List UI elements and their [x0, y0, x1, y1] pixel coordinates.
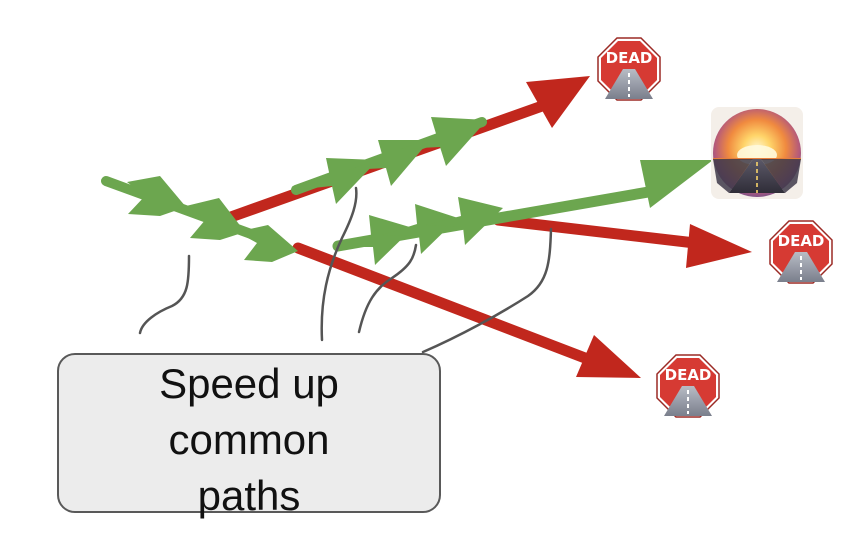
fast-path-goal-arrowhead: [640, 160, 713, 208]
callout-line-2: common: [168, 416, 330, 463]
chevron: [336, 215, 413, 265]
chevron: [348, 140, 430, 186]
callout-line-3: paths: [197, 472, 301, 519]
goal-sunrise-icon: [711, 107, 803, 199]
callout-line-1: Speed up: [159, 360, 339, 407]
chevron: [237, 225, 298, 262]
dead-paths: [222, 76, 752, 378]
sign-label: DEAD: [606, 49, 653, 67]
connector-line: [357, 243, 418, 334]
fast-paths: [101, 117, 713, 265]
callout-box: [57, 353, 441, 513]
connector-line: [138, 254, 191, 335]
dead-path-right-arrowhead: [686, 224, 752, 268]
dead-path-bottom-arrowhead: [576, 335, 641, 378]
dead-path-right: [492, 214, 701, 249]
dead-end-sign-right: DEAD: [769, 220, 833, 284]
dead-end-sign-top: DEAD: [597, 37, 661, 101]
dead-path-bottom: [292, 242, 591, 364]
chevron: [186, 198, 245, 240]
sign-label: DEAD: [665, 366, 712, 384]
callout-connectors: [138, 186, 553, 354]
chevron: [382, 204, 458, 254]
chevron: [426, 197, 503, 245]
connector-line: [421, 227, 553, 354]
callout-text: Speed up common paths: [57, 356, 441, 524]
chevron: [400, 117, 487, 166]
sign-label: DEAD: [778, 232, 825, 250]
chevron: [127, 176, 186, 216]
dead-end-sign-bottom: DEAD: [656, 354, 720, 418]
connector-line: [320, 186, 358, 342]
dead-path-top-arrowhead: [526, 76, 590, 128]
